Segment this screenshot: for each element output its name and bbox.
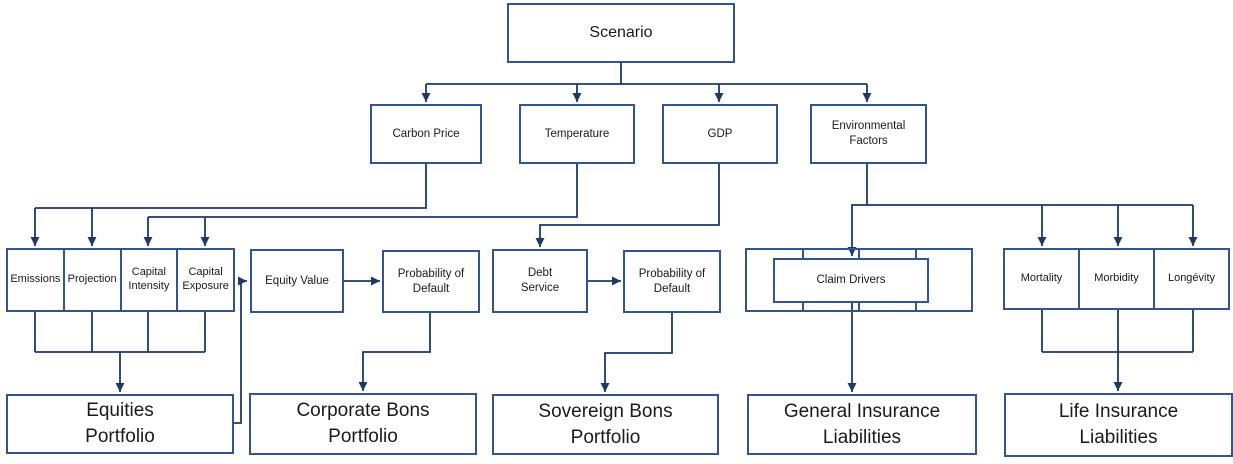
node-emissions: Emissions (6, 248, 65, 312)
node-longevity: Longévity (1155, 248, 1230, 310)
node-life-insurance-liabilities: Life Insurance Liabilities (1004, 393, 1233, 457)
node-equity-value: Equity Value (250, 249, 344, 313)
node-general-insurance-liabilities: General Insurance Liabilities (747, 394, 977, 455)
node-gdp: GDP (662, 104, 778, 164)
node-corporate-bons-portfolio: Corporate Bons Portfolio (249, 393, 477, 455)
node-sovereign-bons-portfolio: Sovereign Bons Portfolio (492, 394, 719, 455)
node-capital-intensity: Capital Intensity (121, 248, 179, 312)
node-scenario: Scenario (507, 3, 735, 63)
node-projection: Projection (64, 248, 122, 312)
equities-inputs-group: Emissions Projection Capital Intensity C… (6, 248, 235, 312)
node-temperature: Temperature (519, 104, 635, 164)
node-equities-portfolio: Equities Portfolio (6, 394, 234, 454)
node-probability-of-default-sovereign: Probability of Default (623, 250, 721, 313)
node-mortality: Mortality (1003, 248, 1080, 310)
node-morbidity: Morbidity (1080, 248, 1155, 310)
node-environmental-factors: Environmental Factors (810, 104, 927, 164)
node-debt-service: Debt Service (492, 249, 588, 313)
life-inputs-group: Mortality Morbidity Longévity (1003, 248, 1230, 310)
node-claim-drivers: Claim Drivers (773, 258, 929, 303)
node-probability-of-default-corporate: Probability of Default (382, 250, 480, 313)
claim-tile (916, 248, 973, 312)
node-capital-exposure: Capital Exposure (178, 248, 235, 312)
node-carbon-price: Carbon Price (370, 104, 482, 164)
